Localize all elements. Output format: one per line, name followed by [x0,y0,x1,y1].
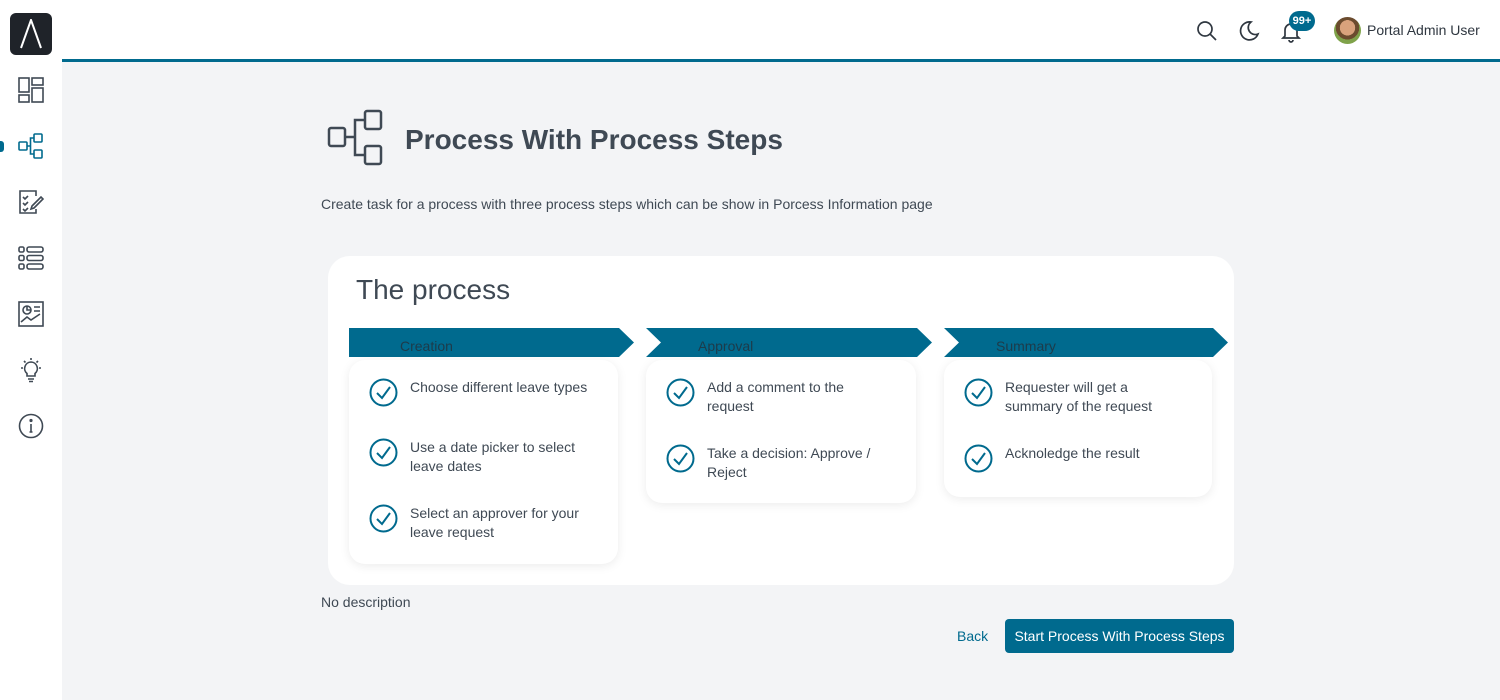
active-nav-marker [0,141,4,152]
step-label-creation: Creation [400,338,453,354]
sidebar-item-cases[interactable] [0,238,62,278]
check-circle-icon [369,378,398,407]
step-item-text: Use a date picker to select leave dates [410,439,575,474]
step-item-text: Select an approver for your leave reques… [410,505,579,540]
check-circle-icon [964,444,993,473]
user-name: Portal Admin User [1367,22,1480,38]
task-list-icon [19,190,44,214]
start-process-button[interactable]: Start Process With Process Steps [1005,619,1234,653]
check-circle-icon [369,438,398,467]
step-box-creation: Choose different leave types Use a date … [349,360,618,564]
list-icon [18,246,44,270]
step-item-text: Requester will get a summary of the requ… [1005,379,1153,414]
step-item-text: Choose different leave types [410,379,588,395]
process-card-title: The process [356,274,511,305]
list-item: Select an approver for your leave reques… [369,504,590,542]
check-circle-icon [964,378,993,407]
topbar [62,0,1500,62]
page-title: Process With Process Steps [405,124,783,155]
list-item: Choose different leave types [369,378,590,407]
notification-badge: 99+ [1289,11,1315,31]
process-card: The process Creation Approval Summary Ch… [328,256,1234,585]
step-banner-summary [944,328,1228,357]
step-box-summary: Requester will get a summary of the requ… [944,360,1212,497]
step-banner-approval [646,328,932,357]
process-icon [18,133,43,159]
page-description: Create task for a process with three pro… [321,196,933,212]
list-item: Acknoledge the result [964,444,1185,473]
lightbulb-icon [21,358,41,383]
step-item-text: Take a decision: Approve / Reject [707,445,871,480]
step-label-approval: Approval [698,338,754,354]
info-icon [18,413,44,439]
check-circle-icon [369,504,398,533]
sidebar-item-about[interactable] [0,406,62,446]
list-item: Take a decision: Approve / Reject [666,444,887,482]
check-circle-icon [666,444,695,473]
portal-logo-icon[interactable] [10,13,52,55]
step-item-text: Add a comment to the request [707,379,844,414]
list-item: Use a date picker to select leave dates [369,438,590,476]
sidebar-item-processes[interactable] [0,126,62,166]
list-item: Add a comment to the request [666,378,887,416]
list-item: Requester will get a summary of the requ… [964,378,1185,416]
back-link[interactable]: Back [957,628,989,644]
no-description-text: No description [321,594,411,610]
sidebar-item-tasks[interactable] [0,182,62,222]
sidebar-item-statistics[interactable] [0,294,62,334]
step-box-approval: Add a comment to the request Take a deci… [646,360,916,503]
statistics-icon [18,301,44,327]
process-icon [325,108,387,170]
search-icon[interactable] [1195,19,1219,43]
sidebar [0,0,62,700]
step-banner-creation [349,328,634,357]
sidebar-item-dashboard[interactable] [0,70,62,110]
avatar [1334,16,1361,44]
step-label-summary: Summary [996,338,1056,354]
dark-mode-icon[interactable] [1237,19,1261,43]
step-item-text: Acknoledge the result [1005,445,1140,461]
user-menu[interactable]: Portal Admin User [1334,16,1480,44]
sidebar-item-ideas[interactable] [0,350,62,390]
dashboard-icon [18,77,44,103]
check-circle-icon [666,378,695,407]
